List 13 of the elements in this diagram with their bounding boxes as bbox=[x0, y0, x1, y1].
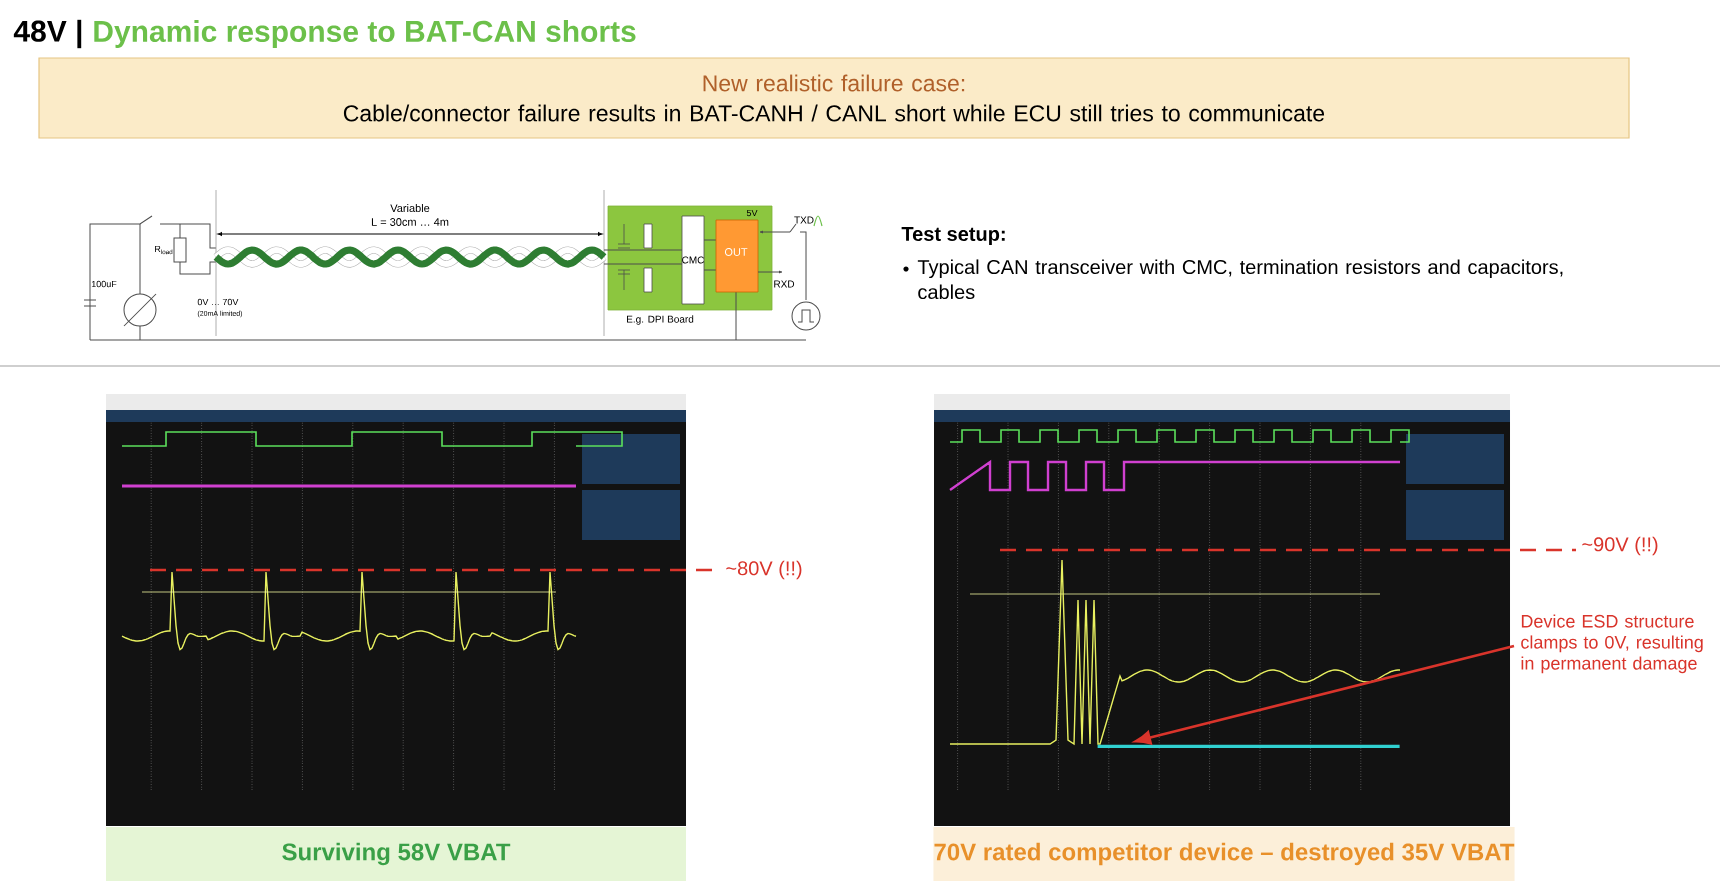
caption-band: 70V rated competitor device – destroyed 35V VBAT bbox=[933, 827, 1515, 881]
oscilloscope-screenshot bbox=[106, 394, 686, 826]
heading: Dynamic response to BAT-CAN shorts bbox=[94, 20, 636, 48]
level-label: ~80V (!!) bbox=[726, 560, 802, 580]
annotation-text: Device ESD structure clamps to 0V, resulting in permanent damage bbox=[1521, 614, 1703, 674]
info-box: New realistic failure case: Cable/connector failure results in BAT-CANH / CANL short while ECU still tries to communicate bbox=[38, 57, 1630, 139]
caption-band: Surviving 58V VBAT bbox=[106, 827, 686, 881]
oscilloscope-screenshot bbox=[934, 394, 1510, 826]
heading-prefix: 48V | bbox=[13, 19, 82, 49]
setup-heading: Test setup: bbox=[901, 227, 1005, 245]
level-label: ~90V (!!) bbox=[1582, 536, 1658, 556]
bullet-text: Typical CAN transceiver with CMC, termination resistors and capacitors, cables bbox=[917, 259, 1563, 300]
arrow bbox=[1134, 644, 1515, 745]
